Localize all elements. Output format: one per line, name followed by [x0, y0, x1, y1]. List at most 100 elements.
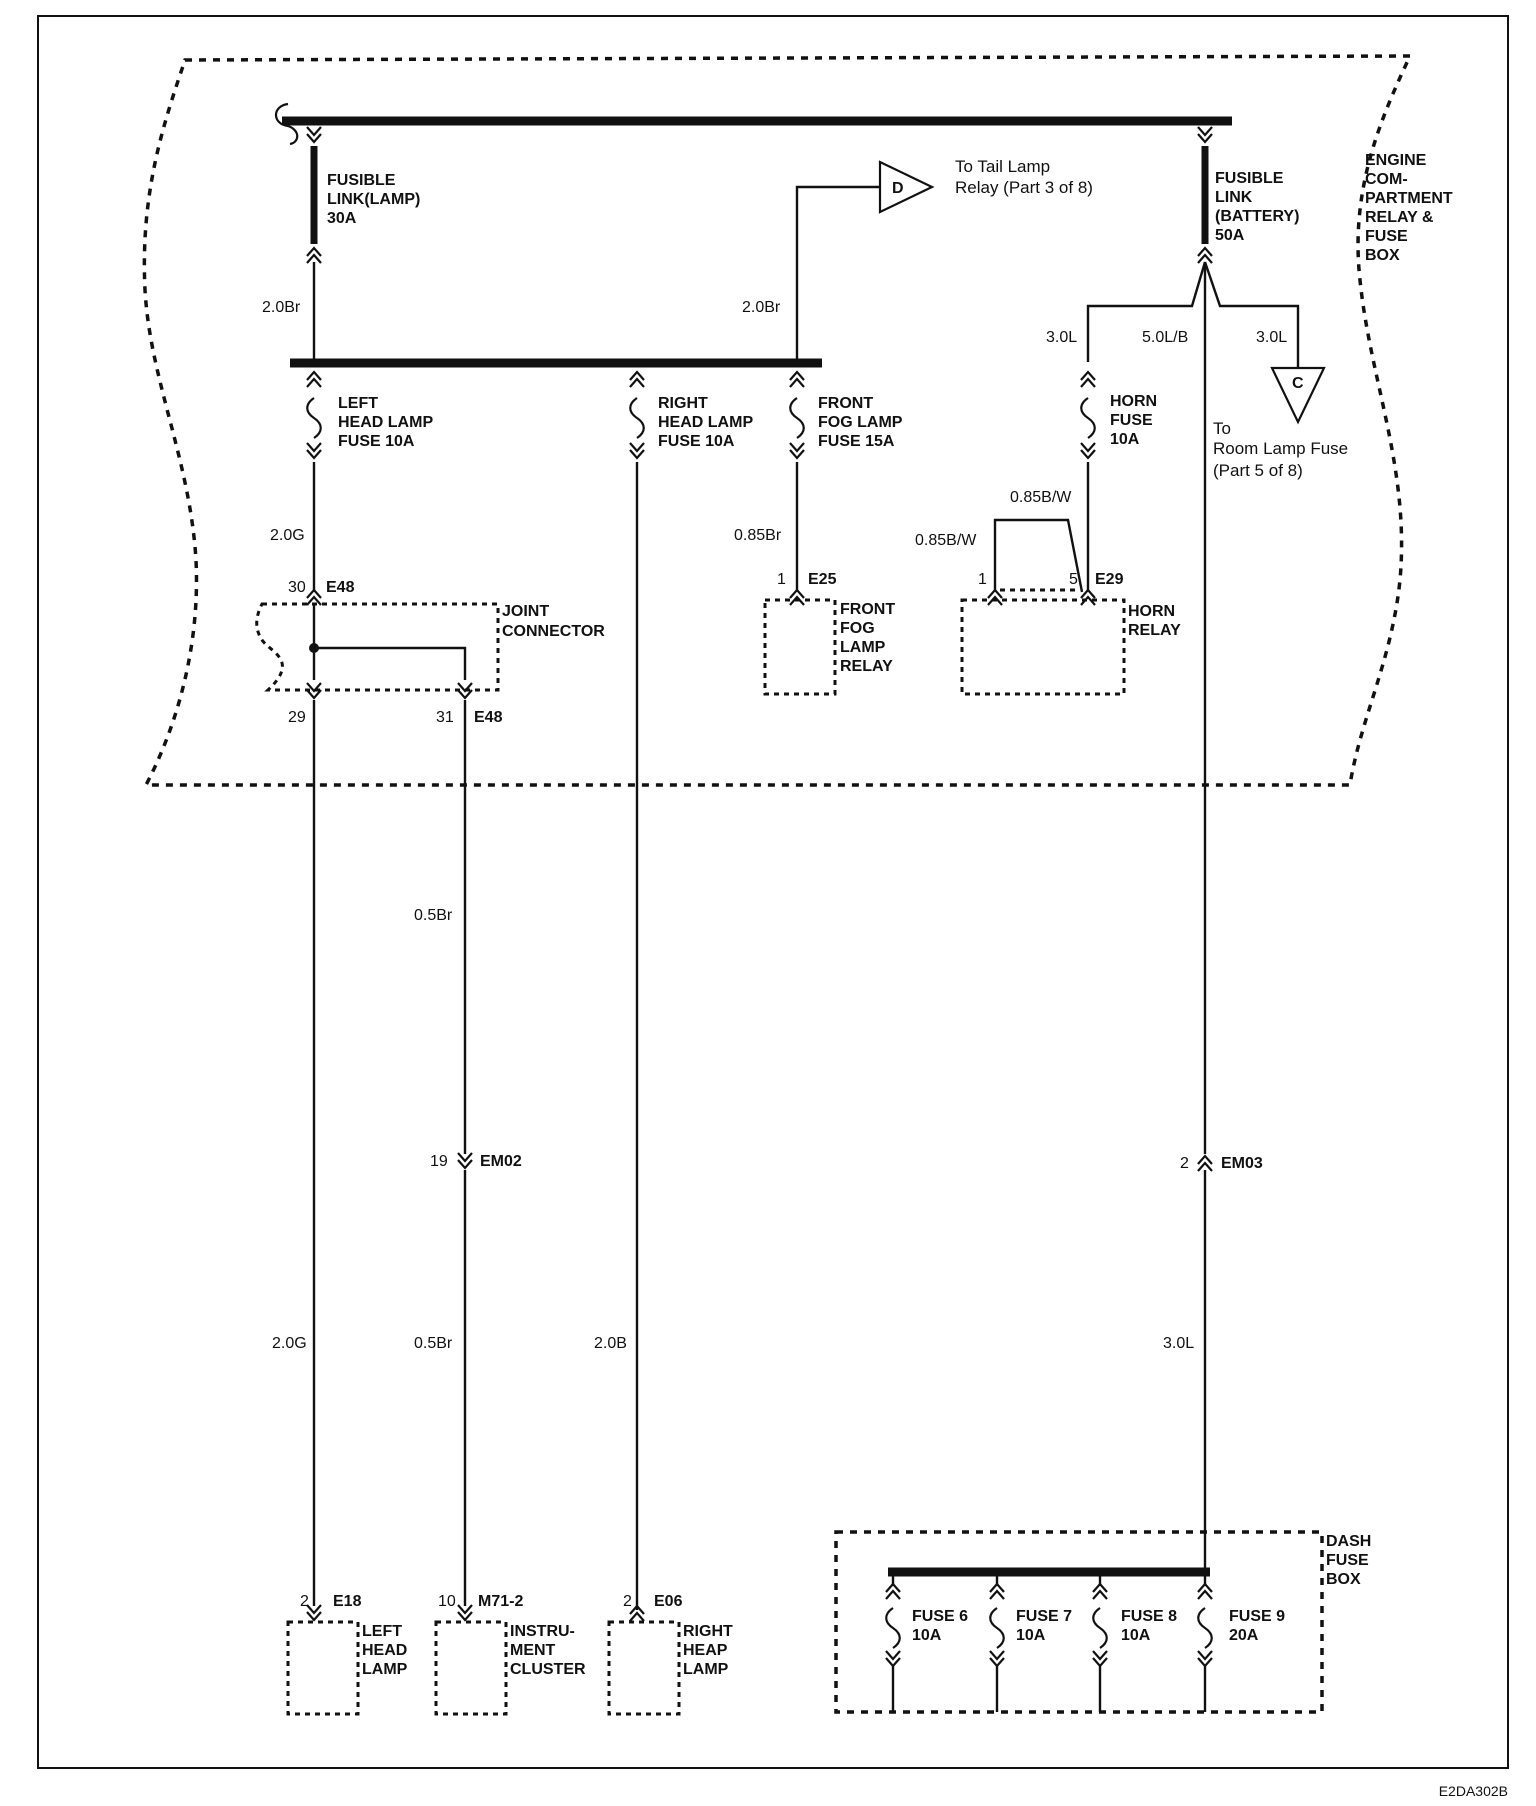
svg-text:50A: 50A: [1215, 227, 1245, 244]
fuse-7: FUSE 7 10A: [988, 1576, 1072, 1712]
e06-pin: 2: [623, 1593, 632, 1610]
e48-id: E48: [326, 579, 355, 596]
svg-text:10A: 10A: [1110, 431, 1140, 448]
wire-label: 2.0G: [272, 1335, 307, 1352]
em03-id: EM03: [1221, 1155, 1263, 1172]
svg-text:BOX: BOX: [1365, 247, 1400, 264]
fuse-6: FUSE 6 10A: [884, 1576, 968, 1712]
fog-fuse-bottom-connector: [788, 441, 806, 460]
e29-id: E29: [1095, 571, 1124, 588]
wire-label: 2.0B: [594, 1335, 627, 1352]
diagram-code: E2DA302B: [1439, 1783, 1508, 1799]
svg-text:FUSE: FUSE: [1326, 1552, 1369, 1569]
fl-batt-bottom-connector: [1196, 246, 1214, 265]
svg-text:FUSE 6: FUSE 6: [912, 1608, 968, 1625]
svg-text:FOG LAMP: FOG LAMP: [818, 414, 903, 431]
horn-fuse-symbol: [1080, 396, 1096, 440]
svg-text:10A: 10A: [912, 1627, 942, 1644]
lh-fuse-top-connector: [305, 370, 323, 389]
svg-text:CLUSTER: CLUSTER: [510, 1661, 586, 1678]
svg-text:HEAD: HEAD: [362, 1642, 407, 1659]
svg-text:RIGHT: RIGHT: [658, 395, 708, 412]
svg-text:LINK: LINK: [1215, 189, 1253, 206]
e48-out-id: E48: [474, 709, 503, 726]
dash-fuse-box-outline: [834, 1530, 1324, 1714]
fl-batt-top-connector: [1196, 125, 1214, 144]
rh-fuse-top-connector: [628, 370, 646, 389]
m71-connector: [456, 1603, 474, 1622]
svg-text:(BATTERY): (BATTERY): [1215, 208, 1299, 225]
svg-text:Room Lamp Fuse: Room Lamp Fuse: [1213, 439, 1348, 458]
tail-lamp-ref-arrow: [878, 160, 935, 214]
svg-text:30A: 30A: [327, 210, 357, 227]
left-head-lamp-fuse-label: LEFT HEAD LAMP FUSE 10A: [338, 395, 433, 450]
svg-text:FUSE 10A: FUSE 10A: [338, 433, 415, 450]
svg-text:LEFT: LEFT: [338, 395, 378, 412]
svg-text:HEAD LAMP: HEAD LAMP: [338, 414, 433, 431]
svg-text:BOX: BOX: [1326, 1571, 1361, 1588]
e29-pin5-connector: [1079, 588, 1097, 607]
wire-label: 0.5Br: [414, 907, 453, 924]
svg-text:LAMP: LAMP: [840, 639, 886, 656]
e48-pin-30: 30: [288, 579, 306, 596]
em03-connector: [1196, 1154, 1214, 1173]
e18-pin: 2: [300, 1593, 309, 1610]
front-fog-lamp-relay-box: [763, 598, 837, 696]
room-lamp-ref-letter: C: [1292, 375, 1304, 392]
svg-text:LEFT: LEFT: [362, 1623, 402, 1640]
svg-text:LINK(LAMP): LINK(LAMP): [327, 191, 420, 208]
engine-box-outline: [142, 54, 1413, 787]
fl-lamp-bottom-connector: [305, 246, 323, 265]
svg-text:FUSIBLE: FUSIBLE: [1215, 170, 1284, 187]
svg-text:10A: 10A: [1016, 1627, 1046, 1644]
page-frame: [37, 15, 1509, 1769]
svg-text:(Part 5 of 8): (Part 5 of 8): [1213, 461, 1303, 480]
e25-id: E25: [808, 571, 837, 588]
em02-pin: 19: [430, 1153, 448, 1170]
svg-text:10A: 10A: [1121, 1627, 1151, 1644]
em03-pin: 2: [1180, 1155, 1189, 1172]
svg-text:ENGINE: ENGINE: [1365, 152, 1427, 169]
right-head-lamp-box: [607, 1620, 681, 1716]
m71-id: M71-2: [478, 1593, 523, 1610]
e29-pin-5: 5: [1069, 571, 1078, 588]
svg-text:LAMP: LAMP: [362, 1661, 408, 1678]
svg-text:FUSIBLE: FUSIBLE: [327, 172, 396, 189]
fl-lamp-top-connector: [305, 125, 323, 144]
fuse-9: FUSE 9 20A: [1196, 1576, 1285, 1712]
wire-label: 0.85B/W: [915, 532, 977, 549]
wire-label: 0.85B/W: [1010, 489, 1072, 506]
lh-fuse-bottom-connector: [305, 441, 323, 460]
fusible-link-battery-label: FUSIBLE LINK (BATTERY) 50A: [1215, 170, 1299, 244]
joint-connector-box: [255, 602, 500, 692]
svg-text:INSTRU-: INSTRU-: [510, 1623, 575, 1640]
wire-label: 2.0Br: [742, 299, 781, 316]
instrument-cluster-label: INSTRU- MENT CLUSTER: [510, 1623, 586, 1678]
front-fog-lamp-relay-label: FRONT FOG LAMP RELAY: [840, 601, 895, 675]
svg-text:RELAY: RELAY: [840, 658, 893, 675]
horn-fuse-top-connector: [1079, 370, 1097, 389]
svg-text:DASH: DASH: [1326, 1533, 1371, 1550]
wire-label: 2.0G: [270, 527, 305, 544]
fog-fuse-top-connector: [788, 370, 806, 389]
svg-text:20A: 20A: [1229, 1627, 1259, 1644]
svg-text:RIGHT: RIGHT: [683, 1623, 733, 1640]
svg-text:MENT: MENT: [510, 1642, 556, 1659]
horn-relay-label: HORN RELAY: [1128, 603, 1181, 639]
wire-label: 3.0L: [1046, 329, 1077, 346]
em02-id: EM02: [480, 1153, 522, 1170]
horn-relay-box: [960, 598, 1126, 696]
room-lamp-ref-arrow: [1270, 366, 1326, 425]
horn-fuse-bottom-connector: [1079, 441, 1097, 460]
wire-label: 2.0Br: [262, 299, 301, 316]
rh-fuse-symbol: [629, 396, 645, 440]
wire-label: 3.0L: [1256, 329, 1287, 346]
svg-text:JOINT: JOINT: [502, 603, 549, 620]
e06-id: E06: [654, 1593, 683, 1610]
fog-fuse-symbol: [789, 396, 805, 440]
svg-text:To: To: [1213, 419, 1231, 438]
svg-text:FUSE 15A: FUSE 15A: [818, 433, 895, 450]
svg-text:FRONT: FRONT: [818, 395, 873, 412]
right-head-lamp-label: RIGHT HEAP LAMP: [683, 1623, 733, 1678]
svg-text:RELAY &: RELAY &: [1365, 209, 1434, 226]
